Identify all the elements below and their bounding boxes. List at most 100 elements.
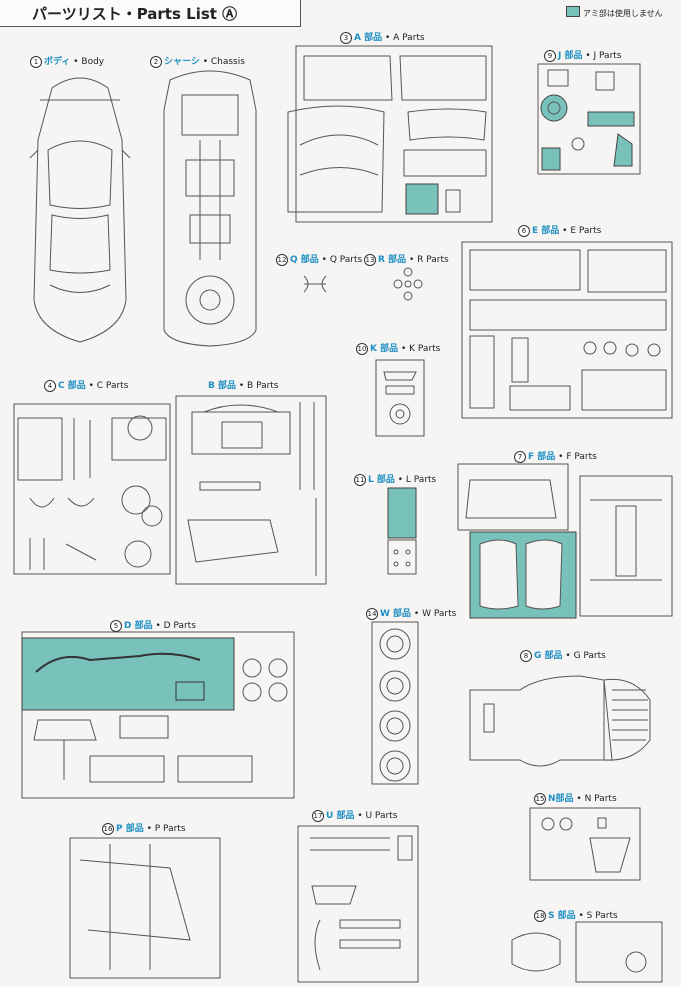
sprue-a [287,45,493,223]
sprue-l [387,487,417,575]
label-jp: G 部品 [534,651,563,661]
label-en: K Parts [409,344,441,354]
num-badge: 1 [30,56,42,68]
sprue-w [371,621,419,785]
num-badge: 8 [520,650,532,662]
label-en: E Parts [570,226,602,236]
sprue-n [529,807,641,881]
label-jp: N部品 [548,794,574,804]
label-en: Chassis [210,57,245,67]
chassis-drawing [163,70,257,347]
parts-q [303,275,327,293]
label-en: A Parts [393,33,425,43]
parts-r [393,267,423,301]
legend: アミ部は使用しません [566,6,663,19]
label-jp: ボディ [44,57,71,67]
label-en: S Parts [586,911,618,921]
label-jp: R 部品 [378,255,407,265]
legend-swatch [566,6,580,17]
label-jp: A 部品 [354,33,383,43]
label-jp: L 部品 [368,475,395,485]
label-jp: B 部品 [208,381,236,391]
page-header: パーツリスト・Parts List Ⓐ [0,0,301,27]
label-en: R Parts [417,255,449,265]
num-badge: 10 [356,343,368,355]
label-jp: シャーシ [164,57,200,67]
num-badge: 12 [276,254,288,266]
num-badge: 13 [364,254,376,266]
sprue-j [537,63,641,175]
label-en: W Parts [422,609,457,619]
label-en: J Parts [593,51,622,61]
sprue-k [375,359,425,437]
label-jp: W 部品 [380,609,412,619]
label-jp: D 部品 [124,621,153,631]
num-badge: 14 [366,608,378,620]
num-badge: 7 [514,451,526,463]
label-jp: Q 部品 [290,255,319,265]
num-badge: 18 [534,910,546,922]
sprue-b [175,395,327,585]
num-badge: 4 [44,380,56,392]
label-jp: J 部品 [558,51,583,61]
label-en: C Parts [96,381,129,391]
label-en: B Parts [247,381,279,391]
label-en: G Parts [573,651,606,661]
label-jp: F 部品 [528,452,556,462]
num-badge: 5 [110,620,122,632]
sprue-u [297,825,419,983]
sprue-s [511,921,663,983]
label-en: N Parts [584,794,617,804]
label-jp: P 部品 [116,824,144,834]
sprue-e [461,241,673,419]
num-badge: 15 [534,793,546,805]
sprue-c [13,403,171,575]
label-en: D Parts [163,621,196,631]
parts-p-window-frames [69,837,221,979]
label-jp: C 部品 [58,381,86,391]
label-en: Q Parts [329,255,363,265]
page-title: パーツリスト・Parts List Ⓐ [32,5,238,23]
num-badge: 11 [354,474,366,486]
label-jp: K 部品 [370,344,399,354]
label-en: F Parts [566,452,597,462]
label-en: Body [81,57,105,67]
num-badge: 6 [518,225,530,237]
parts-g-undertray [469,675,651,767]
label-b-parts: B 部品 • B Parts [208,381,279,391]
label-en: U Parts [365,811,398,821]
num-badge: 16 [102,823,114,835]
num-badge: 9 [544,50,556,62]
legend-text: アミ部は使用しません [583,9,663,18]
label-jp: E 部品 [532,226,560,236]
label-jp: S 部品 [548,911,576,921]
num-badge: 2 [150,56,162,68]
label-en: L Parts [405,475,437,485]
label-jp: U 部品 [326,811,355,821]
num-badge: 3 [340,32,352,44]
sprue-f [457,463,673,619]
sprue-d [21,631,295,799]
num-badge: 17 [312,810,324,822]
label-en: P Parts [154,824,186,834]
body-shell-drawing [29,77,131,343]
